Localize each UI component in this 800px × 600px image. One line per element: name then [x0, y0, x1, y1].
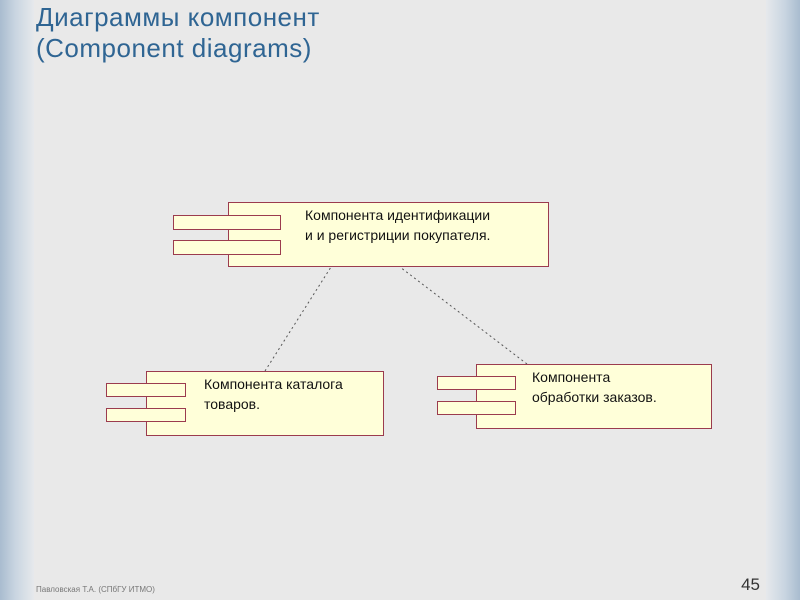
component-catalog[interactable]: Компонента каталога товаров. — [146, 371, 384, 436]
component-identification-label-line-2: и и регистриции покупателя. — [305, 227, 491, 243]
dependency-orders-to-identification — [399, 266, 528, 365]
component-catalog-label-line-1: Компонента каталога — [204, 376, 343, 392]
dependency-catalog-to-identification — [264, 266, 332, 372]
component-identification-tab-bottom — [173, 240, 281, 255]
component-orders-label-line-2: обработки заказов. — [532, 389, 657, 405]
component-identification[interactable]: Компонента идентификации и и регистриции… — [228, 202, 549, 267]
component-catalog-label-line-2: товаров. — [204, 396, 261, 412]
component-orders-tab-bottom — [437, 401, 516, 415]
page-number: 45 — [741, 575, 760, 594]
component-identification-label-line-1: Компонента идентификации — [305, 207, 491, 223]
component-identification-label: Компонента идентификации и и регистриции… — [305, 205, 490, 245]
component-identification-tab-top — [173, 215, 281, 230]
slide-title: Диаграммы компонент (Component diagrams) — [36, 2, 320, 64]
right-edge-gradient — [766, 0, 800, 600]
component-catalog-tab-top — [106, 383, 186, 397]
component-orders-label: Компонента обработки заказов. — [532, 367, 657, 407]
slide-title-line-1: Диаграммы компонент — [36, 2, 320, 32]
component-orders-tab-top — [437, 376, 516, 390]
component-catalog-label: Компонента каталога товаров. — [204, 374, 343, 414]
component-orders-label-line-1: Компонента — [532, 369, 611, 385]
slide-title-line-2: (Component diagrams) — [36, 33, 312, 63]
component-orders[interactable]: Компонента обработки заказов. — [476, 364, 712, 429]
component-catalog-tab-bottom — [106, 408, 186, 422]
slide-footer: Павловская Т.А. (СПбГУ ИТМО) — [36, 585, 155, 594]
left-edge-gradient — [0, 0, 34, 600]
